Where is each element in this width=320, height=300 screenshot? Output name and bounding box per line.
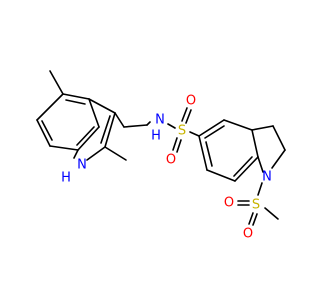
atom-indoline-n: N xyxy=(262,170,272,185)
bond-ethyl-2 xyxy=(123,124,148,128)
bond-indoline-n1-c7a xyxy=(257,156,264,173)
bond-indoline-ring-double-3 xyxy=(205,141,213,167)
bond-s-aryl xyxy=(189,131,200,137)
bond-indole-ring-a xyxy=(62,93,90,100)
bond-indoline-n-s xyxy=(257,182,263,196)
atom-mesyl-o-bottom: O xyxy=(243,227,253,242)
atom-mesyl-o-left: O xyxy=(224,196,234,211)
atom-sulfonamide-s: S xyxy=(178,124,186,139)
bond-indoline-ring-a xyxy=(198,119,225,137)
bond-ethyl-to-n xyxy=(146,121,151,126)
bond-indole-ring-b xyxy=(88,98,100,128)
bond-indoline-ring-e xyxy=(206,169,236,182)
atom-indole-h: H xyxy=(61,171,71,186)
bond-2-methyl xyxy=(104,146,127,161)
bond-indoline-c3-c2 xyxy=(272,125,286,151)
bond-indoline-ring-d xyxy=(234,156,259,182)
bond-s-o-top-2 xyxy=(185,109,192,124)
bond-ethyl-1 xyxy=(114,112,125,128)
bond-pyrrole-c3-c2 xyxy=(104,112,116,148)
atom-indole-n: N xyxy=(77,158,87,173)
bond-mesyl-s-o-bottom-2 xyxy=(252,213,258,226)
bond-s-o-bottom-1 xyxy=(172,137,178,151)
molecule-structure-diagram: N H N H S O O N S O O xyxy=(36,70,286,242)
bond-mesyl-s-methyl xyxy=(264,207,279,220)
bond-s-o-bottom-2 xyxy=(176,139,182,153)
bond-pyrrole-n1-c7a xyxy=(73,149,79,159)
bonds xyxy=(36,70,286,226)
bond-mesyl-s-o-bottom-1 xyxy=(248,212,254,225)
bond-indoline-c2-n1 xyxy=(271,149,286,169)
atom-labels: N H N H S O O N S O O xyxy=(61,94,272,242)
bond-indole-ring-double-1 xyxy=(65,99,86,105)
bond-pyrrole-c3-c2-double xyxy=(100,115,111,144)
bond-5-methyl xyxy=(49,70,64,95)
bond-pyrrole-c3a-c3 xyxy=(88,98,116,114)
bond-indole-ring-c xyxy=(77,126,100,151)
bond-indoline-ring-c xyxy=(251,129,259,158)
bond-indole-ring-double-2 xyxy=(76,126,95,146)
bond-indoline-ring-double-1 xyxy=(204,125,225,139)
bond-indole-ring-f xyxy=(36,93,64,121)
bond-pyrrole-c2-n1 xyxy=(86,146,106,161)
atom-mesyl-s: S xyxy=(252,198,260,213)
bond-indoline-ring-b xyxy=(223,119,253,131)
atom-sulfonamide-h: H xyxy=(151,129,161,144)
bond-indoline-c3a-c3 xyxy=(251,125,274,131)
atom-sulfonamide-o-top: O xyxy=(186,94,196,109)
bond-indoline-ring-double-2 xyxy=(233,156,253,177)
bond-indole-ring-d xyxy=(49,145,79,151)
atom-sulfonamide-n: N xyxy=(155,113,165,128)
atom-sulfonamide-o-bottom: O xyxy=(166,153,176,168)
bond-indoline-ring-f xyxy=(198,135,208,171)
bond-indole-ring-double-3 xyxy=(41,120,53,141)
bond-s-o-top-1 xyxy=(181,107,188,122)
bond-n-s xyxy=(167,123,176,129)
bond-indole-ring-e xyxy=(36,119,51,147)
